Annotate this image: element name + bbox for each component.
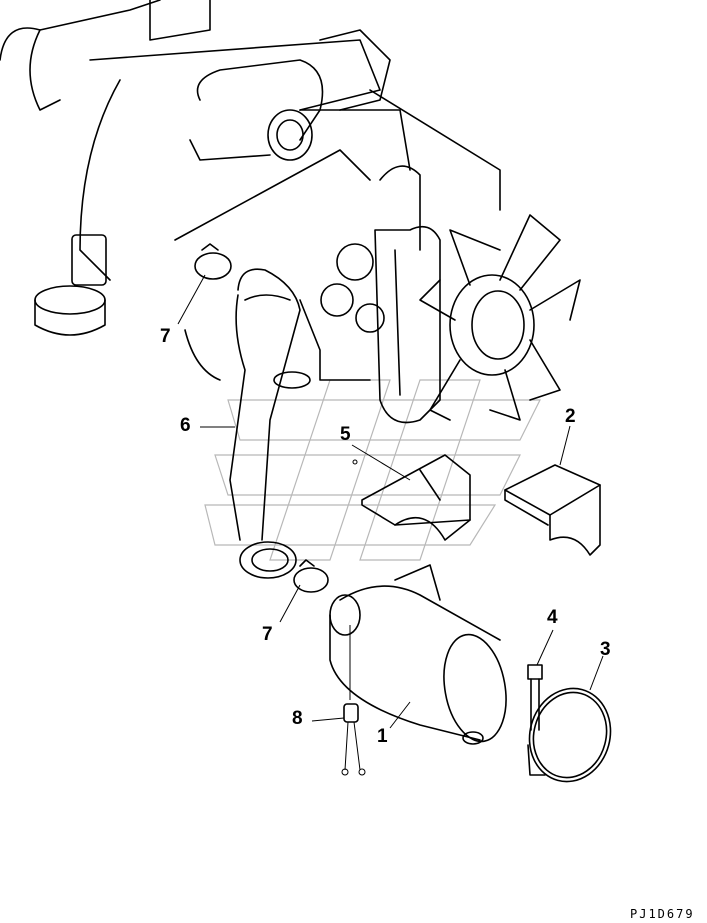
callout-4: 4 <box>547 607 558 628</box>
bolt <box>527 664 543 731</box>
air-cleaner <box>329 564 507 745</box>
hose-clamp-lower <box>293 559 329 593</box>
callout-1: 1 <box>377 726 388 747</box>
drawing-code: PJ1D679 <box>630 907 695 921</box>
callout-labels: 1 2 3 4 5 6 7 7 8 <box>160 326 611 747</box>
leader-lines <box>177 274 604 729</box>
intake-hose <box>229 268 301 579</box>
callout-7-lower: 7 <box>262 624 273 645</box>
hose-clamp-upper <box>194 243 232 280</box>
callout-2: 2 <box>565 406 576 427</box>
dust-indicator-switch <box>341 625 366 776</box>
callout-5: 5 <box>340 424 351 445</box>
band-clamp <box>527 687 612 783</box>
watermark-logo <box>204 379 541 561</box>
callout-6: 6 <box>180 415 191 436</box>
callout-7-upper: 7 <box>160 326 171 347</box>
spacer-block <box>504 464 601 556</box>
callout-8: 8 <box>292 708 303 729</box>
engine-assembly <box>0 0 581 424</box>
callout-3: 3 <box>600 639 611 660</box>
bracket <box>352 454 471 541</box>
